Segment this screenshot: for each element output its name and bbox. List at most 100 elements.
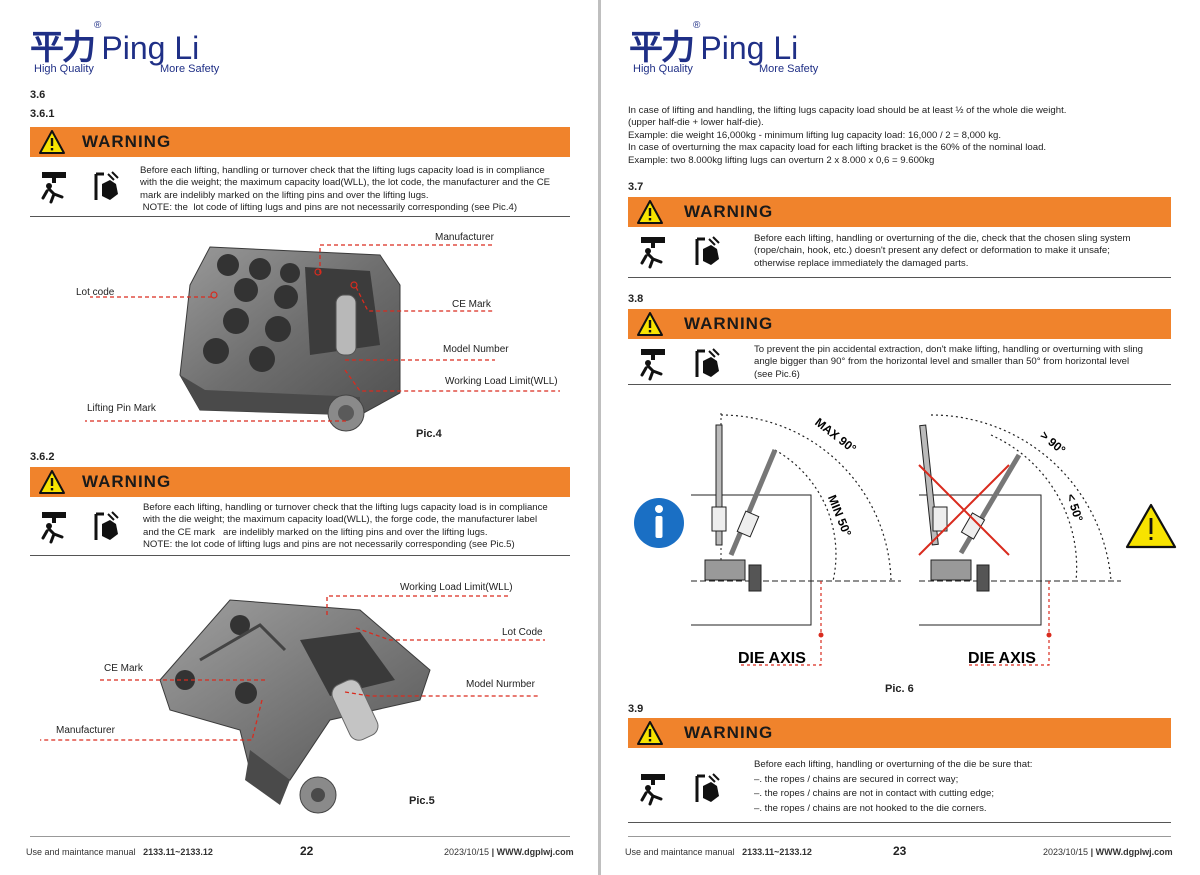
intro-line: (upper half-die + lower half-die). [628, 117, 764, 129]
hand-crush-icon [695, 348, 720, 377]
crush-hazard-icon [41, 512, 66, 544]
warning-3-9-line: Before each lifting, handling or overtur… [754, 759, 1033, 770]
pic5-lug-illustration [40, 595, 545, 814]
warning-label: WARNING [82, 132, 172, 151]
warning-2-line: and the CE mark are indelibly marked on … [143, 526, 488, 538]
warning-2-line: Before each lifting, handling or turnove… [143, 502, 548, 513]
brand-logo: 平力®Ping Li [629, 20, 798, 69]
divider [628, 822, 1171, 823]
lug-capacity-intro: In case of lifting and handling, the lif… [628, 105, 1188, 167]
footer-rule [30, 836, 570, 837]
page-23: 平力®Ping Li High Quality More Safety In c… [601, 0, 1200, 875]
footer-manual-title: Use and maintance manual [26, 847, 136, 857]
hand-crush-icon [695, 773, 720, 802]
logo-registered: ® [693, 20, 701, 31]
pic5-label-manufacturer: Manufacturer [56, 725, 115, 736]
warning-3-9-line: –. the ropes / chains are not hooked to … [754, 802, 987, 814]
warning-3-8-line: (see Pic.6) [754, 368, 800, 380]
logo-registered: ® [94, 20, 102, 31]
logo-chinese: 平力 [629, 28, 695, 68]
hand-crush-icon [94, 171, 119, 200]
pic6-sling-angle-diagram: MAX 90° MIN 50° > 90° < 50° DIE AXIS DIE… [634, 413, 1177, 667]
page-number: 23 [893, 844, 907, 858]
section-3-7: 3.7 [628, 181, 644, 193]
intro-line: Example: die weight 16,000kg - minimum l… [628, 129, 1002, 141]
pic4-label-model-number: Model Number [443, 344, 509, 355]
footer-manual-title: Use and maintance manual [625, 847, 735, 857]
footer-left: Use and maintance manual 2133.11~2133.12 [26, 847, 213, 857]
warning-3-7-line: otherwise replace immediately the damage… [754, 257, 969, 269]
pic6-label-lt50: < 50° [1064, 492, 1086, 524]
logo-english: Ping Li [101, 30, 200, 66]
pic4-label-ce-mark: CE Mark [452, 299, 491, 310]
divider [30, 216, 570, 217]
divider [628, 277, 1171, 278]
warning-label: WARNING [82, 472, 172, 491]
footer-date: 2023/10/15 [1043, 847, 1089, 857]
pic6-label-gt90: > 90° [1037, 428, 1068, 457]
warning-3-8-text: To prevent the pin accidental extraction… [754, 344, 1179, 381]
pic4-label-pin-mark: Lifting Pin Mark [87, 403, 156, 414]
divider [628, 384, 1171, 385]
intro-line: Example: two 8.000kg lifting lugs can ov… [628, 154, 935, 166]
section-3-6-1: 3.6.1 [30, 108, 55, 120]
warning-triangle-icon [39, 130, 65, 154]
pic5-label-ce-mark: CE Mark [104, 663, 143, 674]
tagline-safety: More Safety [759, 63, 819, 75]
warning-label: WARNING [684, 314, 774, 333]
pic4-label-manufacturer: Manufacturer [435, 232, 494, 243]
mandatory-info-icon [634, 498, 684, 548]
footer-rule [628, 836, 1171, 837]
warning-bar-3-7: WARNING [628, 197, 1171, 227]
warning-3-7-line: (rope/chain, hook, etc.) doesn't present… [754, 245, 1110, 257]
crush-hazard-icon [640, 237, 665, 269]
warning-1-line: NOTE: the lot code of lifting lugs and p… [140, 202, 518, 214]
pic4-label-lot-code: Lot code [76, 287, 115, 298]
page-22: 平力®Ping Li High Quality More Safety 3.6 … [0, 0, 598, 875]
section-3-6-2: 3.6.2 [30, 451, 55, 463]
warning-label: WARNING [684, 202, 774, 221]
pic5-caption: Pic.5 [409, 795, 435, 807]
footer-date: 2023/10/15 [444, 847, 490, 857]
pic6-label-min50: MIN 50° [825, 493, 854, 539]
warning-3-9-line: –. the ropes / chains are secured in cor… [754, 773, 959, 785]
warning-triangle-icon [637, 312, 663, 336]
crush-hazard-icon [640, 774, 665, 806]
pic6-caption: Pic. 6 [885, 683, 914, 695]
warning-triangle-icon [637, 721, 663, 745]
tagline-quality: High Quality [34, 63, 94, 75]
crush-hazard-icon [41, 172, 66, 204]
footer-separator: | [491, 847, 495, 857]
warning-triangle-icon [637, 200, 663, 224]
section-3-9: 3.9 [628, 703, 644, 715]
footer-model-codes: 2133.11~2133.12 [143, 847, 213, 857]
crush-hazard-icon [640, 349, 665, 381]
footer-left: Use and maintance manual 2133.11~2133.12 [625, 847, 812, 857]
pic4-caption: Pic.4 [416, 428, 442, 440]
warning-3-7-text: Before each lifting, handling or overtur… [754, 233, 1174, 270]
hand-crush-icon [695, 236, 720, 265]
warning-1-line: mark are indelibly marked on the lifting… [140, 189, 429, 201]
warning-bar-3-9: WARNING [628, 718, 1171, 748]
divider [30, 555, 570, 556]
warning-bar-1: WARNING [30, 127, 570, 157]
warning-3-9-line: –. the ropes / chains are not in contact… [754, 788, 994, 800]
pic5-label-model-number: Model Nurmber [466, 679, 535, 690]
pic6-label-max90: MAX 90° [812, 415, 859, 456]
pic5-label-lot-code: Lot Code [502, 627, 543, 638]
warning-1-line: with the die weight; the maximum capacit… [140, 177, 551, 189]
warning-triangle-icon [1125, 503, 1177, 549]
pic5-label-wll: Working Load Limit(WLL) [400, 582, 513, 593]
prohibited-x-icon [918, 464, 1010, 556]
warning-triangle-icon [39, 470, 65, 494]
warning-2-line: with the die weight; the maximum capacit… [143, 514, 538, 526]
warning-3-8-line: angle bigger than 90° from the horizonta… [754, 356, 1130, 368]
warning-3-9-text: Before each lifting, handling or overtur… [754, 758, 1174, 816]
logo-english: Ping Li [700, 30, 799, 66]
warning-1-line: Before each lifting, handling or turnove… [140, 165, 545, 176]
brand-logo: 平力®Ping Li [30, 20, 199, 69]
warning-bar-2: WARNING [30, 467, 570, 497]
pic4-label-wll: Working Load Limit(WLL) [445, 376, 558, 387]
footer-model-codes: 2133.11~2133.12 [742, 847, 812, 857]
warning-bar-3-8: WARNING [628, 309, 1171, 339]
